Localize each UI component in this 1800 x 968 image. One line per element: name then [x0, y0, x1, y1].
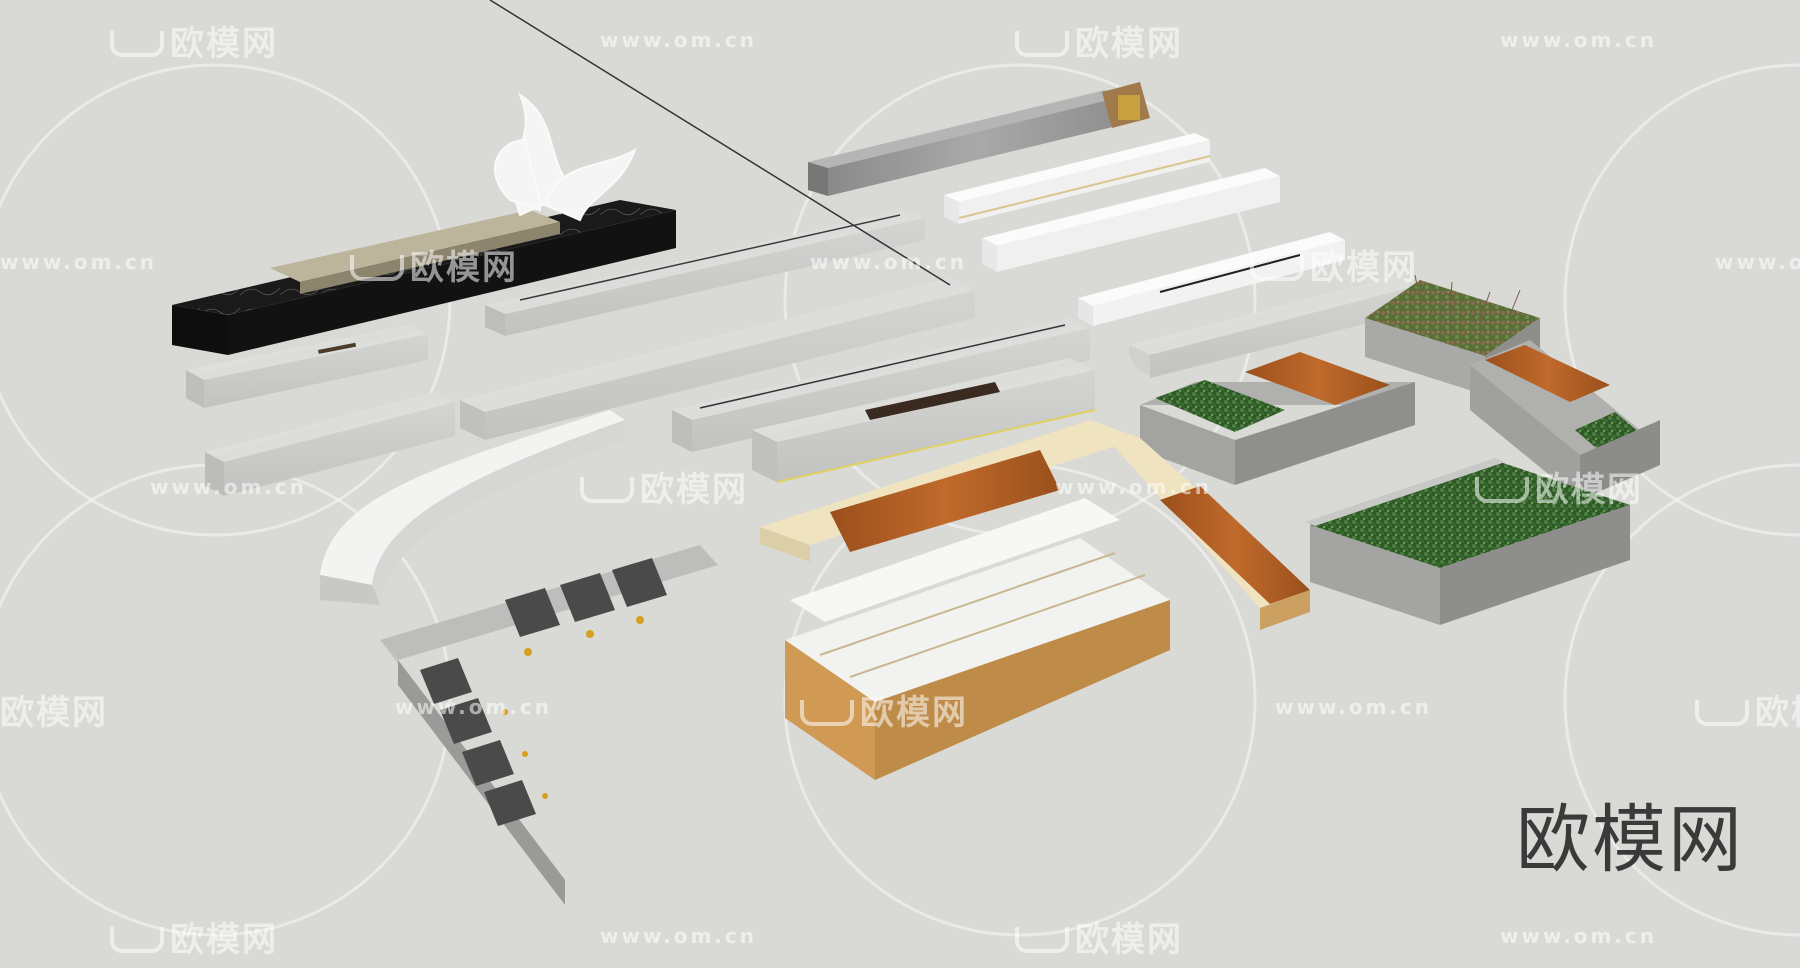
grass-wood-planter-right — [1470, 340, 1660, 500]
white-block-2 — [982, 168, 1280, 272]
black-marble-bench-with-sculpture — [172, 92, 676, 355]
marble-bench-with-dark-inset — [752, 358, 1096, 483]
long-marble-bench-1 — [485, 210, 925, 336]
curved-end-marble-bench — [1129, 275, 1420, 378]
curved-white-bench — [320, 410, 625, 605]
white-block-1 — [944, 133, 1211, 224]
stepped-white-wood-bench — [785, 498, 1170, 780]
white-seat-with-slot — [1078, 232, 1345, 326]
marble-bench-left-lower — [205, 392, 455, 496]
grass-planter-large — [1305, 458, 1630, 625]
l-shaped-wood-sand-bench — [760, 420, 1310, 630]
l-shaped-concrete-seating — [380, 545, 718, 905]
brand-corner-logo: 欧模网 — [1516, 797, 1744, 883]
short-marble-bench — [186, 325, 428, 408]
long-marble-bench-3 — [672, 318, 1090, 452]
long-marble-bench-2 — [460, 0, 975, 440]
grey-stone-block — [808, 82, 1150, 196]
grass-wood-planter-left — [1140, 352, 1415, 485]
